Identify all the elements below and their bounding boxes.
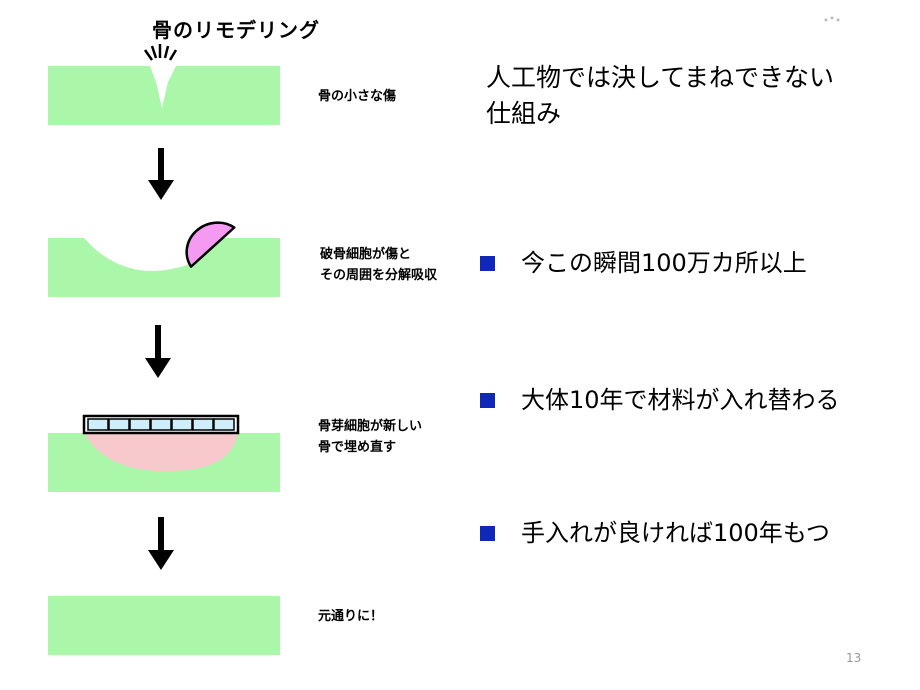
- bullet-item: 手入れが良ければ100年もつ: [480, 518, 830, 548]
- decorative-mark-icon: [824, 16, 840, 22]
- osteoblast-cell: [213, 418, 235, 431]
- headline-line2: 仕組み: [486, 99, 562, 128]
- bone-block-4: [48, 596, 280, 655]
- bullet-square-icon: [480, 525, 495, 541]
- bullet-text: 今この瞬間100万カ所以上: [521, 249, 807, 277]
- bullet-item: 今この瞬間100万カ所以上: [480, 248, 807, 278]
- diagram-title: 骨のリモデリング: [152, 18, 320, 42]
- crack-icon: [150, 66, 176, 108]
- page-number: 13: [846, 651, 862, 665]
- headline-line1: 人工物では決してまねできない: [486, 63, 835, 92]
- osteoblast-cell: [171, 418, 193, 431]
- step-label-3: 骨芽細胞が新しい 骨で埋め直す: [318, 416, 422, 458]
- bullet-text: 手入れが良ければ100年もつ: [521, 519, 830, 547]
- step-label-1: 骨の小さな傷: [318, 89, 397, 104]
- bullet-square-icon: [480, 255, 495, 271]
- headline: 人工物では決してまねできない 仕組み: [486, 60, 834, 132]
- bullet-item: 大体10年で材料が入れ替わる: [480, 385, 840, 415]
- bullet-square-icon: [480, 392, 495, 408]
- step-label-2-line1: 破骨細胞が傷と: [320, 247, 412, 262]
- impact-lines-icon: [143, 44, 178, 61]
- osteoblast-cell: [129, 418, 151, 431]
- step-label-2: 破骨細胞が傷と その周囲を分解吸収: [320, 244, 437, 286]
- step-label-3-line1: 骨芽細胞が新しい: [318, 419, 423, 434]
- new-bone-fill: [84, 433, 238, 472]
- osteoblast-row: [82, 414, 240, 435]
- osteoclast-icon: [185, 221, 236, 268]
- bullet-text: 大体10年で材料が入れ替わる: [521, 386, 840, 414]
- step-label-3-line2: 骨で埋め直す: [318, 440, 397, 455]
- down-arrow-icon: [145, 325, 171, 378]
- down-arrow-icon: [148, 148, 174, 200]
- down-arrow-icon: [148, 517, 174, 570]
- osteoblast-cell: [108, 418, 130, 431]
- osteoblast-cell: [150, 418, 172, 431]
- bone-block-2: [48, 238, 280, 297]
- step-label-2-line2: その周囲を分解吸収: [320, 268, 438, 283]
- step-label-4: 元通りに！: [318, 609, 384, 624]
- osteoblast-cell: [87, 418, 109, 431]
- osteoblast-cell: [192, 418, 214, 431]
